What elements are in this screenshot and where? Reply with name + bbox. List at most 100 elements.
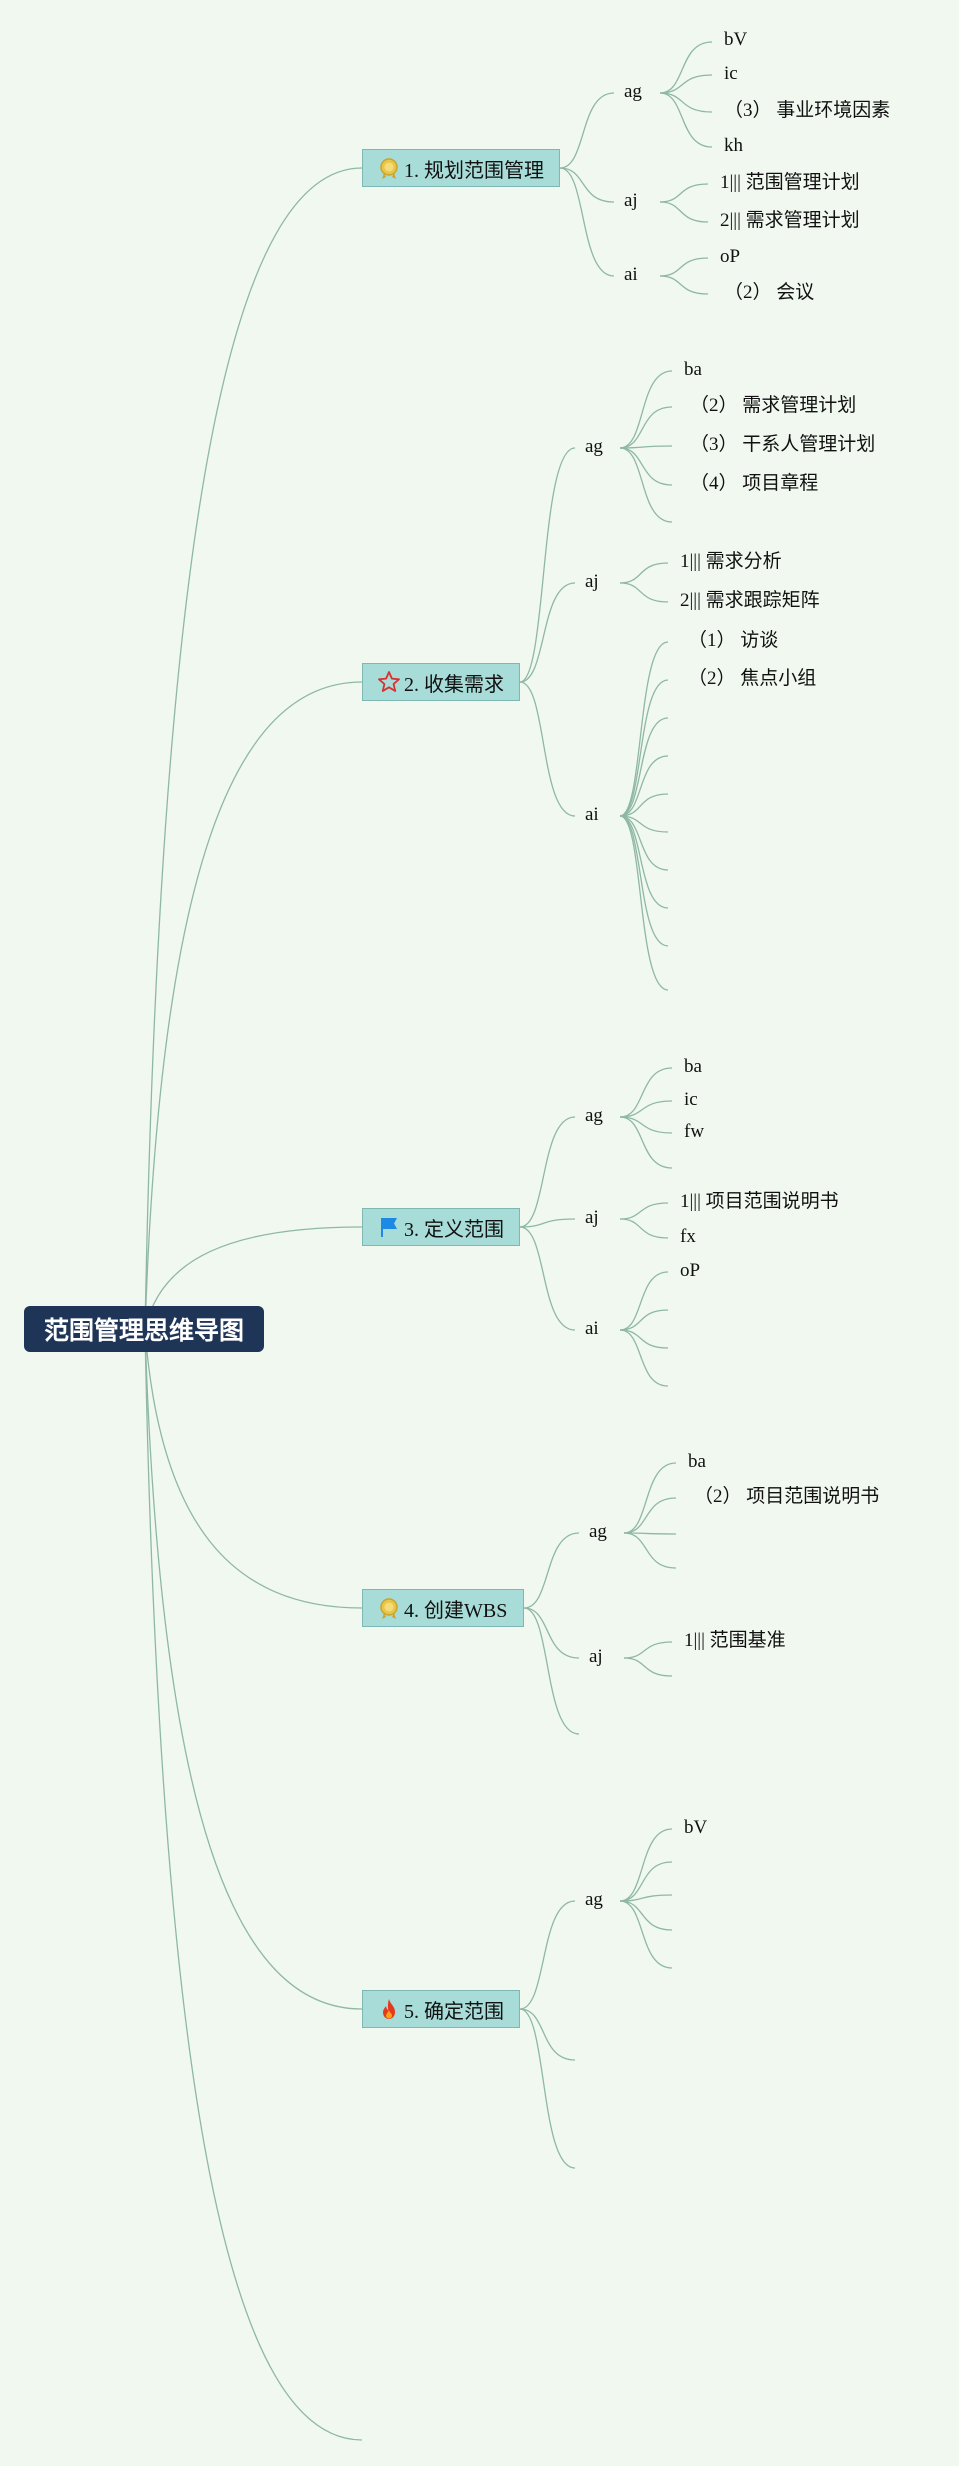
leaf-item[interactable]: ic <box>724 63 738 84</box>
connector-line <box>619 582 669 603</box>
medal-icon <box>377 156 401 180</box>
star-icon <box>377 670 401 694</box>
connector-line <box>144 681 363 1331</box>
connector-line <box>144 167 363 1331</box>
connector-line <box>619 1116 673 1169</box>
connector-line <box>619 1828 673 1902</box>
connector-line <box>523 1607 580 1659</box>
connector-line <box>619 815 669 833</box>
leaf-item[interactable]: ba <box>684 1056 702 1077</box>
connector-line <box>519 1900 576 2010</box>
leaf-item[interactable]: 1||| 需求分析 <box>680 551 782 572</box>
connector-line <box>519 1218 576 1228</box>
leaf-item[interactable]: ic <box>684 1089 698 1110</box>
group-label-ai[interactable]: ai <box>585 804 599 825</box>
fire-icon <box>377 1997 401 2021</box>
connector-line <box>659 74 713 94</box>
leaf-item[interactable]: （4） 项目章程 <box>690 473 819 494</box>
branch-label: 2. 收集需求 <box>404 673 504 696</box>
connector-line <box>523 1532 580 1609</box>
root-label: 范围管理思维导图 <box>43 1316 244 1345</box>
group-label-aj[interactable]: aj <box>585 571 599 592</box>
group-label-ai[interactable]: ai <box>585 1318 599 1339</box>
leaf-item[interactable]: （3） 干系人管理计划 <box>690 434 876 455</box>
leaf-item[interactable]: 2||| 需求跟踪矩阵 <box>680 590 820 611</box>
group-label-ag[interactable]: ag <box>585 1889 603 1910</box>
leaf-item[interactable]: 1||| 范围基准 <box>684 1630 786 1651</box>
leaf-item[interactable]: （2） 焦点小组 <box>688 668 817 689</box>
connector-line <box>519 1226 576 1331</box>
group-label-aj[interactable]: aj <box>585 1207 599 1228</box>
connector-line <box>619 1100 673 1118</box>
connector-line <box>519 681 576 817</box>
leaf-item[interactable]: oP <box>680 1260 701 1281</box>
leaf-item[interactable]: oP <box>720 246 741 267</box>
leaf-item[interactable]: （2） 会议 <box>724 282 815 303</box>
connector-line <box>619 793 669 817</box>
connector-line <box>619 447 673 486</box>
leaf-item[interactable]: 1||| 项目范围说明书 <box>680 1191 839 1212</box>
leaf-item[interactable]: 1||| 范围管理计划 <box>720 172 860 193</box>
branch-collect-requirements[interactable]: 2. 收集需求 <box>362 663 520 701</box>
leaf-item[interactable]: （2） 项目范围说明书 <box>694 1486 880 1507</box>
connector-line <box>619 406 673 449</box>
leaf-item[interactable]: bV <box>724 29 748 50</box>
connector-line <box>623 1641 673 1659</box>
leaf-item[interactable]: fw <box>684 1121 705 1142</box>
leaf-item[interactable]: （3） 事业环境因素 <box>724 100 891 121</box>
connector-line <box>619 447 673 523</box>
connector-line <box>619 1894 673 1902</box>
connector-line <box>619 815 669 871</box>
leaf-item[interactable]: fx <box>680 1226 696 1247</box>
branch-define-scope[interactable]: 3. 定义范围 <box>362 1208 520 1246</box>
leaf-item[interactable]: kh <box>724 135 743 156</box>
connector-line <box>623 1532 677 1569</box>
connector-line <box>559 167 615 277</box>
leaf-item[interactable]: bV <box>684 1817 708 1838</box>
leaf-item[interactable]: 2||| 需求管理计划 <box>720 210 860 231</box>
branch-plan-scope[interactable]: 1. 规划范围管理 <box>362 149 560 187</box>
connector-line <box>659 201 709 223</box>
branch-create-wbs[interactable]: 4. 创建WBS <box>362 1589 524 1627</box>
connector-line <box>519 2008 576 2169</box>
group-label-aj[interactable]: aj <box>624 190 638 211</box>
leaf-item[interactable]: ba <box>684 359 702 380</box>
connector-line <box>559 167 615 203</box>
group-label-ag[interactable]: ag <box>589 1521 607 1542</box>
connector-line <box>619 1900 673 1931</box>
root-node[interactable]: 范围管理思维导图 <box>24 1306 264 1352</box>
connector-line <box>659 257 709 277</box>
connector-line <box>523 1607 580 1735</box>
leaf-item[interactable]: （1） 访谈 <box>688 630 779 651</box>
connector-line <box>659 92 713 113</box>
group-label-ag[interactable]: ag <box>585 1105 603 1126</box>
group-label-aj[interactable]: aj <box>589 1646 603 1667</box>
branch-label: 1. 规划范围管理 <box>404 159 544 182</box>
group-label-ai[interactable]: ai <box>624 264 638 285</box>
group-label-ag[interactable]: ag <box>585 436 603 457</box>
connector-line <box>619 1900 673 1969</box>
connector-line <box>559 92 615 169</box>
connector-line <box>623 1532 677 1535</box>
group-label-ag[interactable]: ag <box>624 81 642 102</box>
connector-line <box>659 92 713 148</box>
connector-line <box>619 1861 673 1902</box>
branch-validate-scope[interactable]: 5. 确定范围 <box>362 1990 520 2028</box>
leaf-item[interactable]: （2） 需求管理计划 <box>690 395 857 416</box>
connector-line <box>619 717 669 817</box>
connector-line <box>619 641 669 817</box>
connector-line <box>619 562 669 584</box>
connector-line <box>619 1309 669 1331</box>
leaf-item[interactable]: ba <box>688 1451 706 1472</box>
connector-line <box>623 1497 677 1534</box>
connector-line <box>623 1462 677 1534</box>
connector-line <box>619 1116 673 1134</box>
branch-label: 3. 定义范围 <box>404 1218 504 1241</box>
connector-line <box>519 582 576 683</box>
connector-line <box>659 275 709 295</box>
connector-line <box>619 1218 669 1239</box>
connector-line <box>619 1329 669 1387</box>
branch-label: 5. 确定范围 <box>404 2000 504 2023</box>
connector-line <box>623 1657 673 1677</box>
